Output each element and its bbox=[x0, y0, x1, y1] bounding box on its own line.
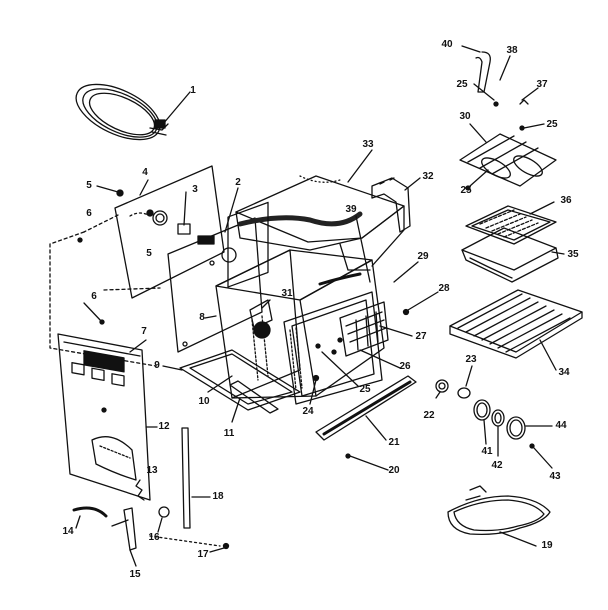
bracket-31 bbox=[249, 299, 273, 329]
part-label-11: 11 bbox=[223, 428, 235, 439]
part-label-43: 43 bbox=[549, 471, 561, 482]
part-label-24: 24 bbox=[302, 406, 314, 417]
body-panel bbox=[167, 217, 263, 353]
heating-element bbox=[447, 485, 551, 536]
part-label-18: 18 bbox=[212, 491, 224, 502]
part-label-36: 36 bbox=[560, 195, 572, 206]
bottom-rail bbox=[229, 380, 279, 414]
part-label-16: 16 bbox=[148, 532, 160, 543]
part-label-25d: 25 bbox=[546, 119, 558, 130]
part-label-6b: 6 bbox=[91, 291, 97, 302]
part-label-25a: 25 bbox=[359, 384, 371, 395]
part-label-6a: 6 bbox=[86, 208, 92, 219]
part-label-13: 13 bbox=[146, 465, 158, 476]
part-label-26: 26 bbox=[399, 361, 411, 372]
part-label-42: 42 bbox=[491, 460, 503, 471]
part-label-28: 28 bbox=[438, 283, 450, 294]
part-label-14: 14 bbox=[62, 526, 74, 537]
part-label-38: 38 bbox=[506, 45, 518, 56]
part-label-8: 8 bbox=[199, 312, 205, 323]
cabinet-top bbox=[235, 175, 405, 271]
part-label-22: 22 bbox=[423, 410, 435, 421]
broiler-grid bbox=[465, 205, 557, 245]
part-label-3: 3 bbox=[192, 184, 198, 195]
part-label-33: 33 bbox=[362, 139, 374, 150]
part-label-23: 23 bbox=[465, 354, 477, 365]
part-label-20: 20 bbox=[388, 465, 400, 476]
part-label-37: 37 bbox=[536, 79, 548, 90]
front-panel bbox=[57, 333, 151, 501]
part-label-15: 15 bbox=[129, 569, 141, 580]
part-label-21: 21 bbox=[388, 437, 400, 448]
part-label-9: 9 bbox=[154, 360, 160, 371]
part-label-5a: 5 bbox=[86, 180, 92, 191]
part-label-34: 34 bbox=[558, 367, 570, 378]
wire-support bbox=[459, 133, 557, 187]
part-label-39: 39 bbox=[345, 204, 357, 215]
part-label-17: 17 bbox=[197, 549, 209, 560]
trim-strip bbox=[315, 375, 417, 441]
part-label-27: 27 bbox=[415, 331, 427, 342]
part-label-30: 30 bbox=[459, 111, 471, 122]
part-label-25b: 25 bbox=[460, 185, 472, 196]
duct bbox=[371, 177, 411, 233]
tube bbox=[475, 51, 491, 93]
part-label-41: 41 bbox=[481, 446, 493, 457]
part-label-19: 19 bbox=[541, 540, 553, 551]
part-label-10: 10 bbox=[198, 396, 210, 407]
part-label-4: 4 bbox=[142, 167, 148, 178]
oven-rack bbox=[449, 289, 583, 359]
trim-bar bbox=[181, 427, 191, 529]
rear-grid bbox=[339, 301, 389, 357]
base-plate bbox=[179, 349, 301, 411]
liner-frame bbox=[283, 291, 383, 405]
part-label-2: 2 bbox=[235, 177, 241, 188]
part-label-12: 12 bbox=[158, 421, 170, 432]
broiler-pan bbox=[461, 227, 559, 283]
part-label-32: 32 bbox=[422, 171, 434, 182]
part-label-40: 40 bbox=[441, 39, 453, 50]
bracket-15 bbox=[111, 507, 137, 551]
part-label-25c: 25 bbox=[456, 79, 468, 90]
cord-part bbox=[75, 83, 169, 141]
part-label-44: 44 bbox=[555, 420, 567, 431]
part-label-29: 29 bbox=[417, 251, 429, 262]
part-label-7: 7 bbox=[141, 326, 147, 337]
part-label-1: 1 bbox=[190, 85, 196, 96]
part-label-35: 35 bbox=[567, 249, 579, 260]
insulation-panel bbox=[114, 165, 225, 299]
part-label-5b: 5 bbox=[146, 248, 152, 259]
part-label-31: 31 bbox=[281, 288, 293, 299]
